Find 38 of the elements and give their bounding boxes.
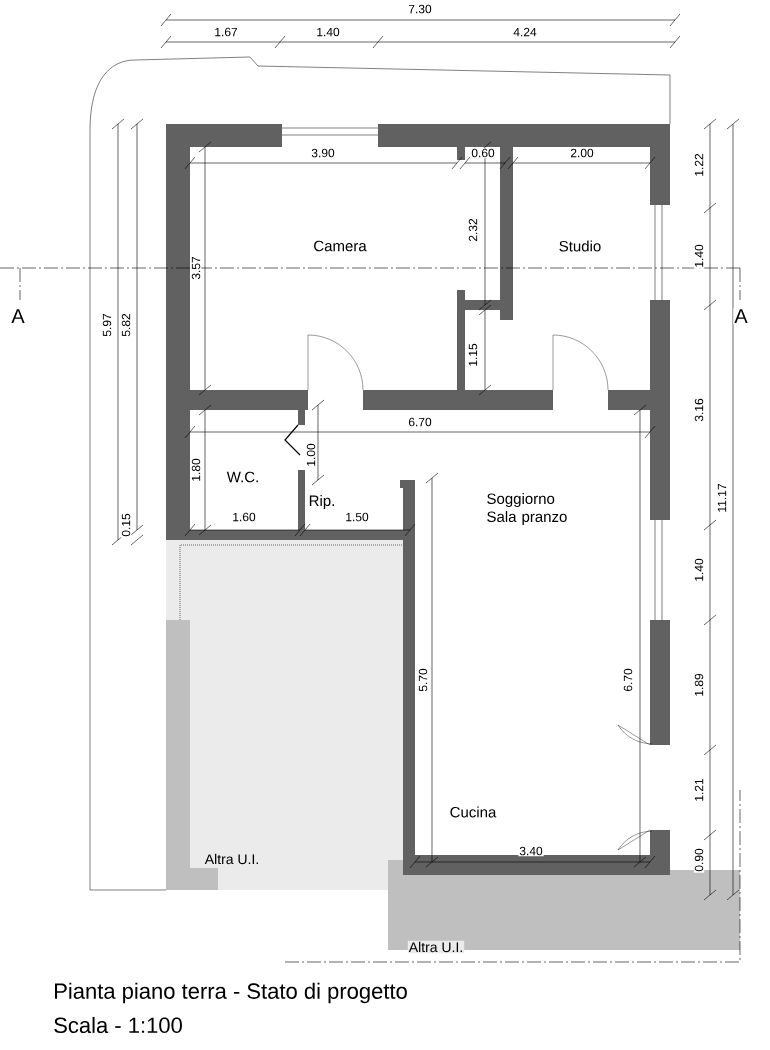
dimension-label: 1.60 — [231, 511, 257, 523]
room-label: W.C. — [226, 471, 258, 483]
dimension-label: 3.40 — [518, 845, 544, 857]
dimension-label: 7.30 — [407, 3, 433, 15]
room-label: Cucina — [450, 806, 497, 818]
dimension-label: 1.50 — [344, 511, 370, 523]
dimension-label: 1.15 — [467, 342, 479, 368]
caption: Pianta piano terra - Stato di progetto — [55, 982, 407, 1004]
dimension-label: 1.80 — [190, 457, 202, 483]
dimension-label: 1.40 — [315, 26, 341, 38]
scale-note: Scala - 1:100 — [54, 1016, 182, 1034]
dimension-label: 4.24 — [512, 26, 538, 38]
dimension-label: 3.16 — [693, 397, 705, 423]
dimension-label: 1.21 — [693, 777, 705, 803]
dimension-label: 2.32 — [467, 217, 479, 243]
dimension-label: 1.67 — [213, 26, 239, 38]
dimension-label: 1.89 — [693, 672, 705, 698]
dimension-label: 3.57 — [190, 255, 202, 281]
dimension-label: 2.00 — [569, 147, 595, 159]
room-label: Studio — [559, 240, 601, 252]
dimension-label: 5.70 — [417, 667, 429, 693]
dimension-label: 1.22 — [693, 152, 705, 178]
dimension-label: 5.97 — [101, 312, 113, 338]
dimension-label: 0.90 — [693, 847, 705, 873]
dimension-label: 3.90 — [310, 147, 336, 159]
dimension-label: 0.60 — [470, 147, 496, 159]
dimension-label: 1.00 — [305, 442, 317, 468]
dimension-label: 11.17 — [716, 482, 728, 514]
dimension-label: 6.70 — [622, 667, 634, 693]
room-label: Rip. — [309, 495, 334, 509]
dimension-label: 1.40 — [693, 243, 705, 269]
room-label: Camera — [314, 240, 367, 252]
room-label: Soggiorno Sala pranzo — [487, 493, 567, 525]
dimension-label: 5.82 — [120, 312, 132, 338]
dimension-label: 0.15 — [120, 512, 132, 538]
section-marker: A — [10, 308, 26, 324]
dimension-label: 1.40 — [693, 557, 705, 583]
dimension-label: 6.70 — [407, 416, 433, 428]
